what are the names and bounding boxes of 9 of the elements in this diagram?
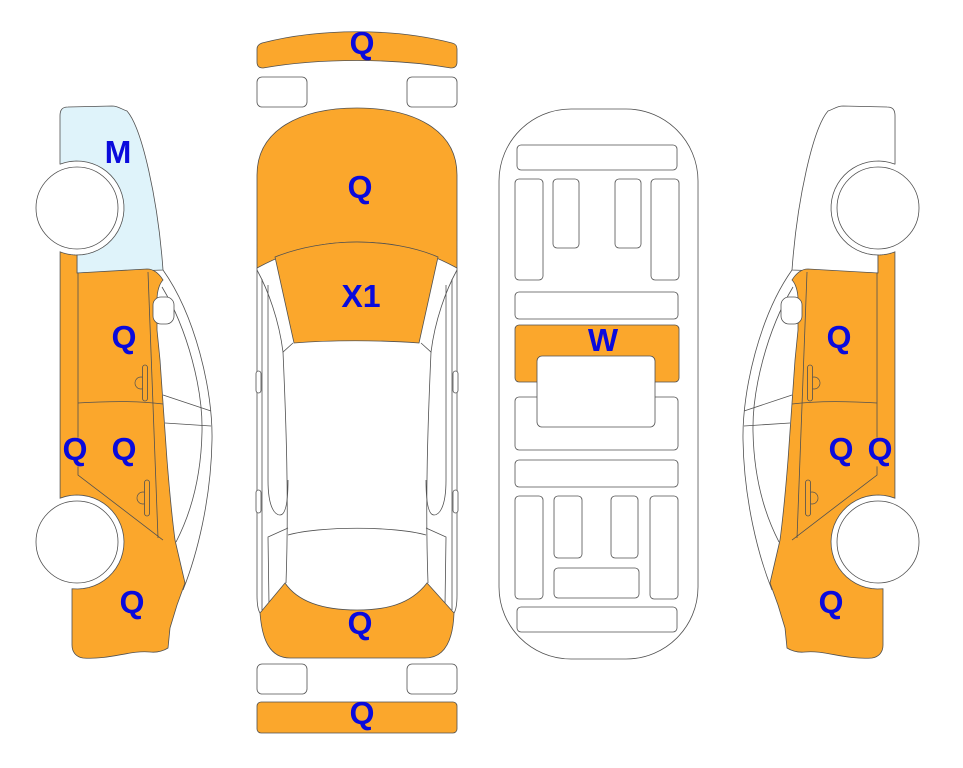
panel-code: Q <box>62 438 88 466</box>
panel-code: M <box>106 141 130 163</box>
panel-code: Q <box>828 326 850 354</box>
panel-code: Q <box>868 438 892 466</box>
panel-code: Q <box>120 590 144 620</box>
panel-code: Q <box>820 590 842 620</box>
panel-code: Q <box>112 438 136 466</box>
panel-code: Q <box>830 438 852 466</box>
panel-code: Q <box>112 326 136 354</box>
